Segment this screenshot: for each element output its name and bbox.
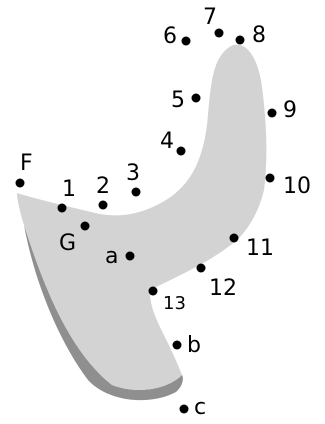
dot-4	[177, 147, 186, 156]
dot-c	[180, 405, 189, 414]
dot-10	[266, 174, 275, 183]
label-4: 4	[160, 129, 174, 154]
label-b: b	[187, 333, 201, 358]
dot-6	[182, 37, 191, 46]
label-11: 11	[246, 236, 274, 261]
dot-3	[132, 188, 141, 197]
dot-G	[81, 222, 90, 231]
label-7: 7	[203, 5, 217, 30]
label-10: 10	[283, 174, 311, 199]
label-c: c	[194, 395, 206, 420]
dot-11	[230, 234, 239, 243]
dot-b	[173, 341, 182, 350]
label-3: 3	[126, 161, 140, 186]
label-9: 9	[283, 98, 297, 123]
label-13: 13	[163, 293, 186, 314]
dot-5	[192, 94, 201, 103]
label-8: 8	[252, 23, 266, 48]
crescent-shape	[17, 45, 266, 390]
dot-9	[268, 109, 277, 118]
label-1: 1	[62, 177, 76, 202]
dot-12	[197, 264, 206, 273]
label-2: 2	[96, 174, 110, 199]
dot-1	[58, 204, 67, 213]
dot-2	[99, 201, 108, 210]
label-G: G	[59, 231, 76, 256]
label-F: F	[20, 151, 33, 176]
dot-13	[149, 287, 158, 296]
dot-F	[16, 179, 25, 188]
dot-a	[126, 252, 135, 261]
label-5: 5	[171, 88, 185, 113]
label-a: a	[105, 244, 118, 269]
label-6: 6	[163, 24, 177, 49]
dot-8	[236, 36, 245, 45]
label-12: 12	[209, 276, 237, 301]
